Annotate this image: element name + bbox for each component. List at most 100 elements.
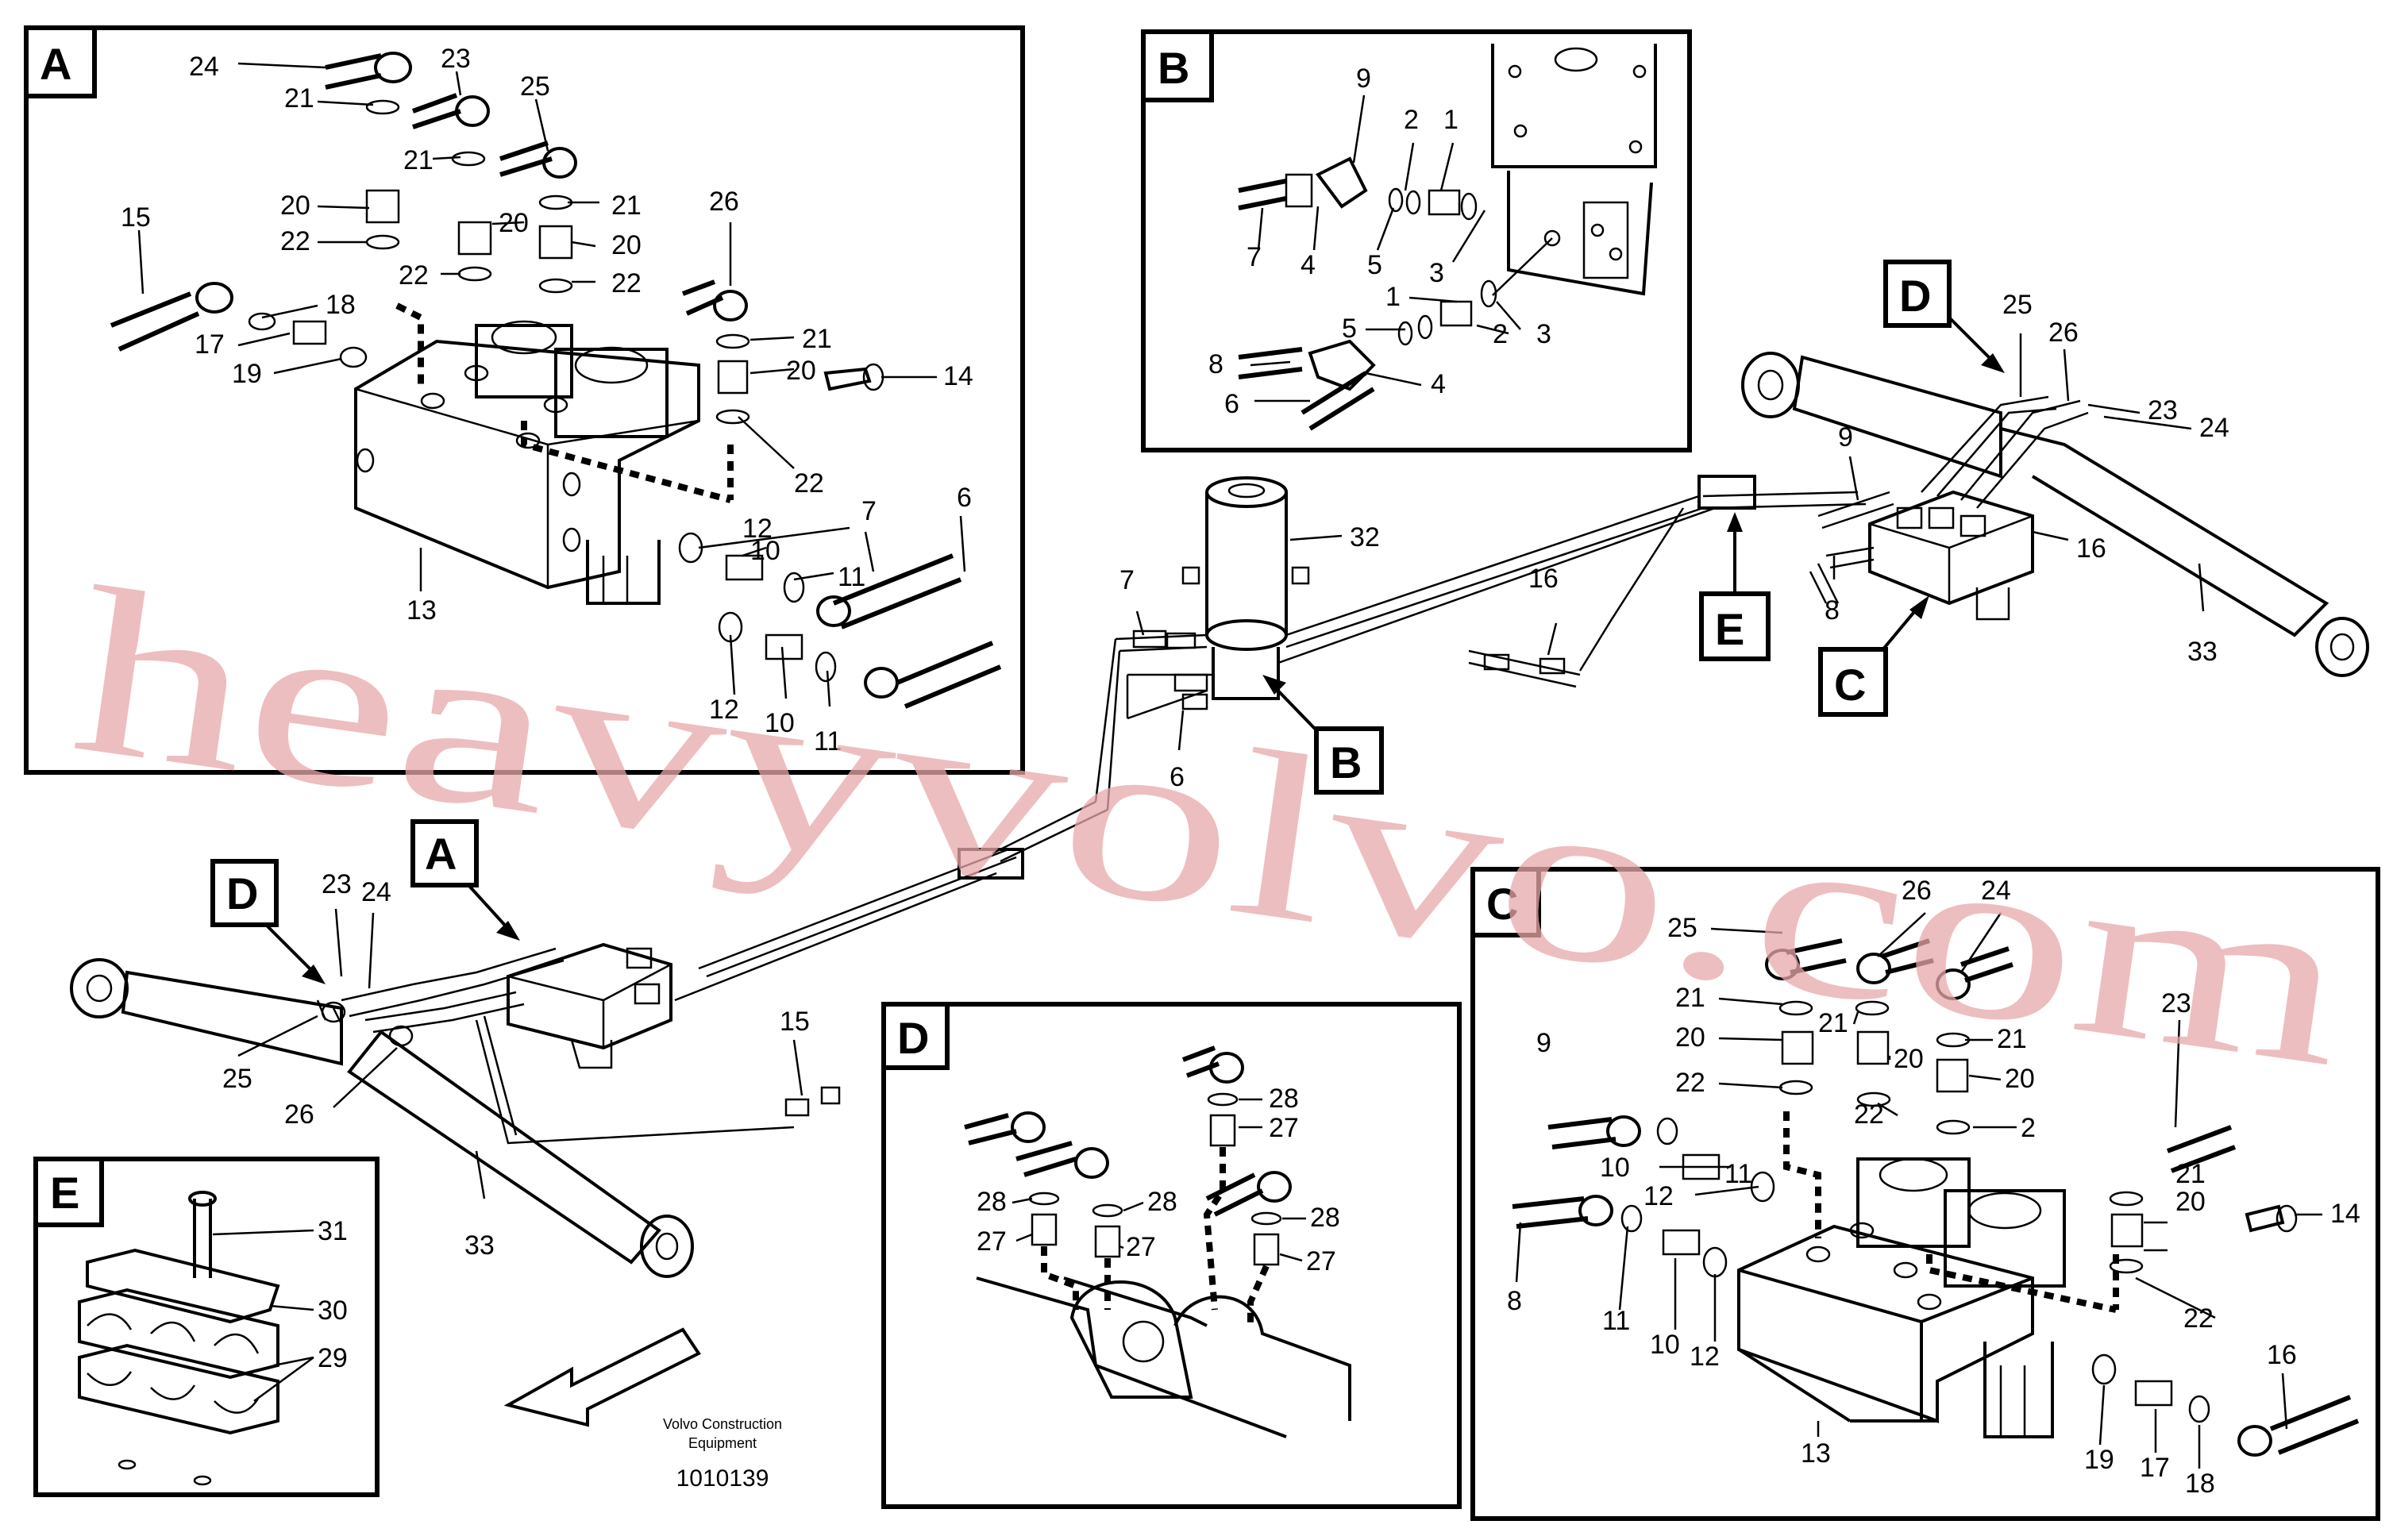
part-label: 21 [403,145,434,175]
hoses-d [964,1045,1292,1266]
part-label: 23 [441,44,471,74]
part-label: 21 [284,83,314,114]
part-label: 4 [1301,250,1316,280]
part-label: 20 [786,356,816,386]
part-label: 13 [1801,1438,1831,1469]
maker-line-1: Volvo Construction [663,1416,782,1432]
part-label: 28 [1147,1187,1177,1217]
callout-b: B [1262,675,1384,795]
svg-text:B: B [1330,737,1362,787]
watermark: heavyvolvo.com [60,537,2361,1117]
maker-line-2: Equipment [688,1435,757,1451]
part-label: 3 [1536,319,1551,349]
part-label: 15 [780,1007,810,1037]
part-label: 27 [1306,1246,1336,1276]
part-label: 7 [861,496,877,526]
part-label: 18 [326,290,356,320]
part-label: 27 [977,1226,1007,1257]
callout-d-right: D [1883,260,2005,373]
part-label: 6 [957,483,972,513]
detail-panel-d: D [881,1002,1462,1509]
part-label: 22 [2183,1303,2214,1334]
panel-b-letter: B [1158,43,1189,93]
detail-panel-e: E 31 30 29 [33,1157,380,1497]
part-label: 21 [1675,983,1705,1013]
detail-panel-b: B [1141,29,1692,452]
part-label: 16 [2267,1340,2297,1370]
part-label: 2 [1493,319,1508,349]
part-label: 24 [1981,876,2011,906]
part-label: 10 [1650,1330,1680,1360]
svg-text:C: C [1834,660,1866,710]
clamp-assembly-e [78,1191,280,1486]
part-label: 10 [750,536,780,566]
part-label: 14 [943,361,973,391]
valve-block-a [354,320,700,605]
part-label: 26 [709,187,739,217]
part-label: 17 [195,329,225,360]
part-label: 11 [1602,1306,1630,1336]
svg-text:D: D [226,868,258,918]
part-label: 8 [1825,595,1840,626]
part-label: 26 [2048,318,2079,348]
part-label: 26 [1902,876,1932,906]
part-label: 11 [838,562,865,592]
part-label: 20 [611,230,642,260]
part-label: 7 [1247,242,1262,272]
part-label: 3 [1429,258,1444,288]
part-label: 2 [2021,1113,2036,1143]
part-label: 33 [464,1230,495,1261]
part-label: 11 [814,726,842,757]
detail-panel-c: C [1470,867,2380,1521]
left-cylinders [70,942,841,1278]
part-label: 20 [499,208,529,238]
part-label: 9 [1356,64,1371,94]
part-label: 31 [318,1216,348,1246]
part-label: 1 [1385,282,1401,312]
part-label: 32 [1350,522,1380,552]
callout-d-left: D [210,859,326,984]
part-label: 22 [1854,1099,1884,1130]
part-label: 22 [794,468,824,499]
svg-text:E: E [1715,604,1744,654]
part-label: 19 [2084,1445,2114,1475]
detail-panel-a: A [24,25,1025,775]
hoses-c [1512,938,2360,1457]
part-label: 20 [1894,1044,1924,1074]
panel-c-letter: C [1486,879,1518,929]
main-assembly: D A B C E D 32 7 6 [70,260,2369,1278]
svg-text:D: D [1899,271,1931,321]
panel-e-letter: E [50,1168,79,1218]
part-label: 24 [189,52,219,82]
part-label: 13 [407,595,437,626]
part-label: 33 [2187,637,2218,667]
part-label: 25 [222,1064,252,1094]
callout-a: A [410,819,520,941]
part-label: 12 [742,514,773,544]
part-label: 28 [1310,1203,1340,1233]
part-label: 21 [611,191,642,221]
drawing-number: 1010139 [676,1465,769,1492]
part-label: 9 [1536,1028,1551,1058]
part-label: 26 [284,1099,314,1130]
part-label: 24 [361,877,391,907]
panel-a-letter: A [40,39,71,89]
hoses-a [110,52,1002,709]
part-label: 25 [2002,290,2033,320]
part-label: 15 [121,202,151,233]
part-label: 9 [1838,422,1853,452]
part-label: 22 [280,226,310,256]
part-label: 6 [1170,762,1185,792]
part-label: 17 [2140,1453,2170,1483]
part-label: 10 [765,708,795,738]
svg-text:A: A [425,829,457,879]
part-label: 19 [232,359,262,389]
part-label: 2 [1404,105,1419,135]
rotary-valve-b [1491,44,1657,296]
hoses-b [1238,156,1553,431]
panel-d-letter: D [897,1013,929,1063]
part-label: 16 [2076,533,2106,564]
part-label: 30 [318,1296,348,1326]
part-label: 23 [322,869,352,899]
